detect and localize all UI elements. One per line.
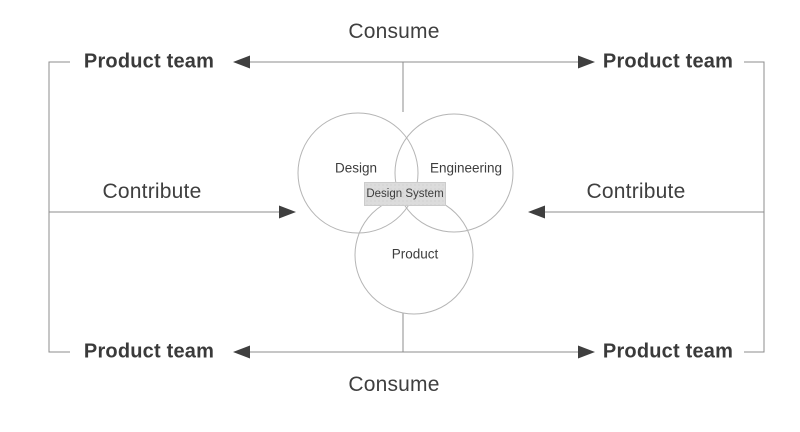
design-system-label: Design System — [366, 188, 444, 200]
product-team-bottom-left-label: Product team — [83, 340, 215, 363]
product-team-bottom-right-label: Product team — [602, 340, 734, 363]
contribute-right-label: Contribute — [586, 180, 686, 203]
arrowhead-top-right-icon — [578, 55, 595, 69]
product-team-top-right-label: Product team — [602, 50, 734, 73]
right-bracket-line — [744, 61, 765, 353]
arrowhead-contribute-left-icon — [279, 205, 296, 219]
engineering-circle — [394, 113, 514, 233]
engineering-circle-label: Engineering — [429, 160, 503, 176]
design-circle-label: Design — [334, 160, 378, 176]
left-bracket-line — [48, 61, 70, 353]
arrowhead-bottom-left-icon — [233, 345, 250, 359]
product-circle-label: Product — [391, 246, 439, 262]
design-circle — [297, 112, 419, 234]
contribute-left-label: Contribute — [102, 180, 202, 203]
arrowhead-contribute-right-icon — [528, 205, 545, 219]
product-team-top-left-label: Product team — [83, 50, 215, 73]
arrowhead-bottom-right-icon — [578, 345, 595, 359]
consume-top-label: Consume — [348, 20, 440, 43]
design-system-box: Design System — [364, 182, 446, 206]
arrowhead-top-left-icon — [233, 55, 250, 69]
consume-bottom-label: Consume — [348, 373, 440, 396]
